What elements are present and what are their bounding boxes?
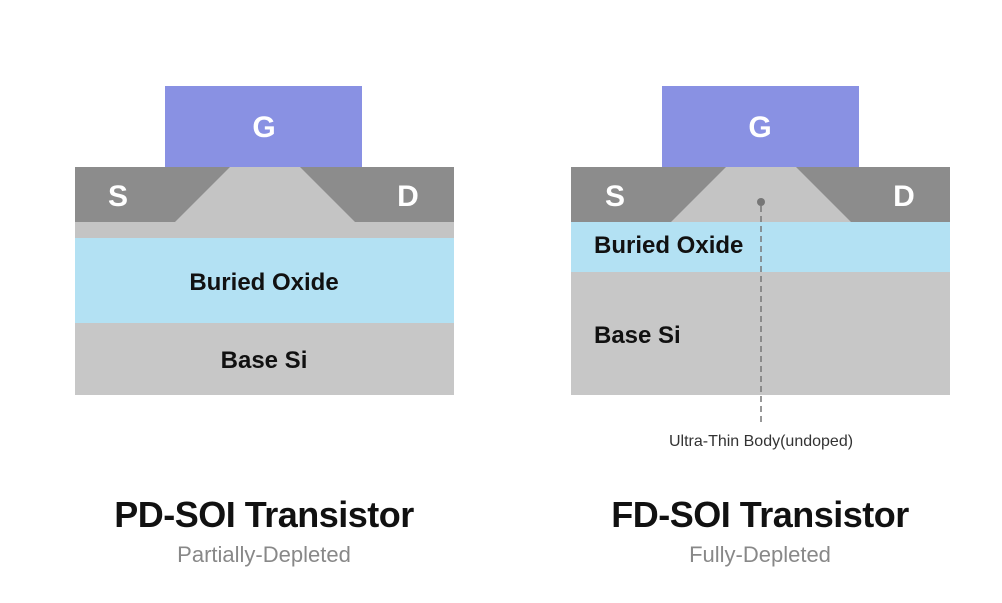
pd-drain-label: D [397,180,419,213]
pd-gate [165,86,362,167]
fd-annotation-label: Ultra-Thin Body(undoped) [669,433,853,450]
fd-drain-label: D [893,180,915,213]
pd-base-si-layer [75,323,454,395]
fd-channel-region [671,167,851,222]
pd-title: PD-SOI Transistor [114,494,414,535]
fd-base-si-layer [571,272,950,395]
fd-buried-oxide-label: Buried Oxide [594,232,743,259]
pd-gate-label: G [252,111,275,144]
fd-title: FD-SOI Transistor [611,494,909,535]
pd-subtitle: Partially-Depleted [177,542,351,567]
fd-soi-diagram: G S D Buried Oxide Base Si Ultra-Thin Bo… [571,86,950,450]
pd-caption: PD-SOI Transistor Partially-Depleted [64,494,464,568]
pd-body-silicon [75,222,454,238]
fd-caption: FD-SOI Transistor Fully-Depleted [560,494,960,568]
fd-annotation-dot [757,198,765,206]
fd-gate [662,86,859,167]
pd-channel-region [175,167,355,222]
pd-base-si-label: Base Si [221,347,308,374]
fd-subtitle: Fully-Depleted [689,542,831,567]
pd-buried-oxide-label: Buried Oxide [189,269,338,296]
pd-source-label: S [108,180,128,213]
fd-source-label: S [605,180,625,213]
pd-soi-diagram: G S D Buried Oxide Base Si [75,86,454,395]
pd-buried-oxide-layer [75,238,454,323]
fd-base-si-label: Base Si [594,322,681,349]
fd-gate-label: G [748,111,771,144]
